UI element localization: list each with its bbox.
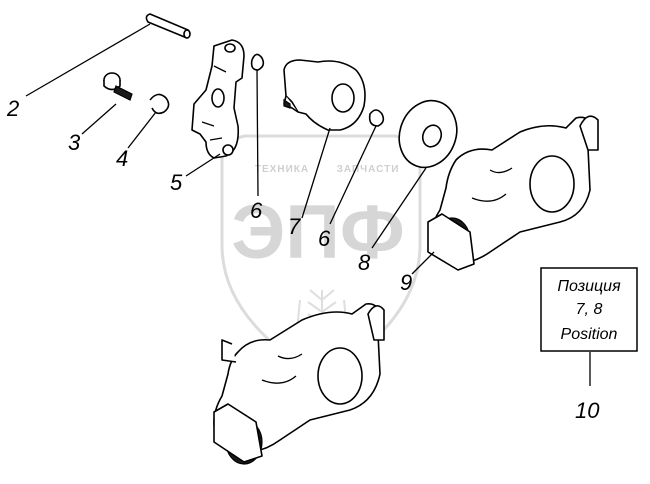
- leader-9: [411, 251, 435, 275]
- watermark-logo: ЭПФ: [231, 190, 405, 275]
- part-coupling-head: [427, 115, 599, 271]
- leader-3: [81, 103, 117, 135]
- watermark-left-text: ТЕХНИКА: [255, 164, 309, 175]
- callout-8: 8: [358, 250, 371, 275]
- leader-2: [25, 23, 151, 97]
- leader-4: [127, 111, 157, 149]
- callout-9: 9: [400, 270, 412, 295]
- leader-8: [371, 167, 427, 249]
- leader-7: [301, 127, 331, 219]
- part-bolt: [103, 72, 133, 101]
- note-line-2: 7, 8: [576, 301, 603, 318]
- callout-2: 2: [6, 96, 19, 121]
- watermark-shield: [220, 134, 422, 380]
- callout-3: 3: [68, 130, 81, 155]
- leader-lines: [25, 23, 591, 386]
- part-seal-ring-lower: [368, 109, 385, 127]
- part-seal-ring-upper: [250, 53, 265, 71]
- callout-4: 4: [116, 146, 128, 171]
- leader-5: [185, 153, 221, 177]
- callout-6-upper: 6: [250, 198, 263, 223]
- part-washer: [398, 99, 458, 169]
- part-coupling-head-assembly: [213, 303, 385, 465]
- leader-6b: [329, 125, 377, 225]
- callout-labels: 2 3 4 5 6 7 6 8 9 10: [6, 96, 600, 423]
- callout-6-lower: 6: [318, 226, 331, 251]
- part-cam: [283, 59, 366, 131]
- part-lock-washer: [149, 93, 170, 115]
- callout-10: 10: [575, 398, 600, 423]
- position-note-box: Позиция 7, 8 Position: [540, 267, 638, 352]
- callout-7: 7: [288, 214, 301, 239]
- callout-5: 5: [170, 170, 183, 195]
- note-line-3: Position: [561, 326, 618, 343]
- part-pin: [145, 13, 191, 39]
- part-lever-bracket: [191, 39, 245, 159]
- leader-6a: [256, 69, 259, 197]
- note-line-1: Позиция: [557, 278, 621, 295]
- watermark-right-text: ЗАПЧАСТИ: [337, 164, 400, 175]
